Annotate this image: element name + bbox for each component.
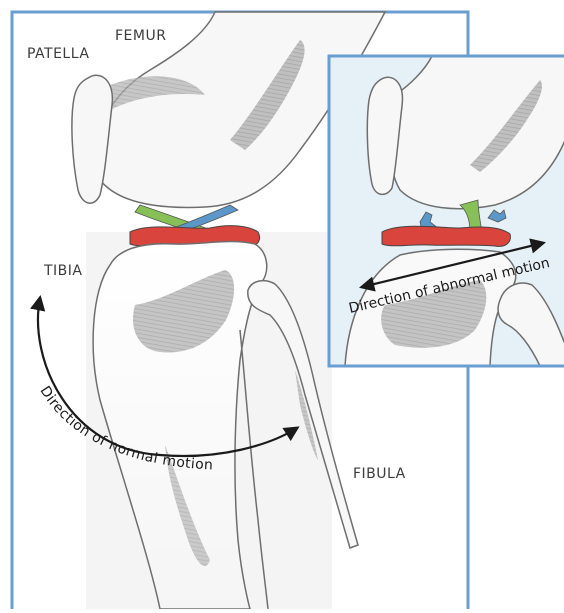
inset-panel: Direction of abnormal motion [329,56,564,366]
patella-label: PATELLA [27,46,89,62]
tibia-label: TIBIA [44,263,83,279]
fibula-label: FIBULA [353,466,406,482]
femur-label: FEMUR [115,28,166,44]
